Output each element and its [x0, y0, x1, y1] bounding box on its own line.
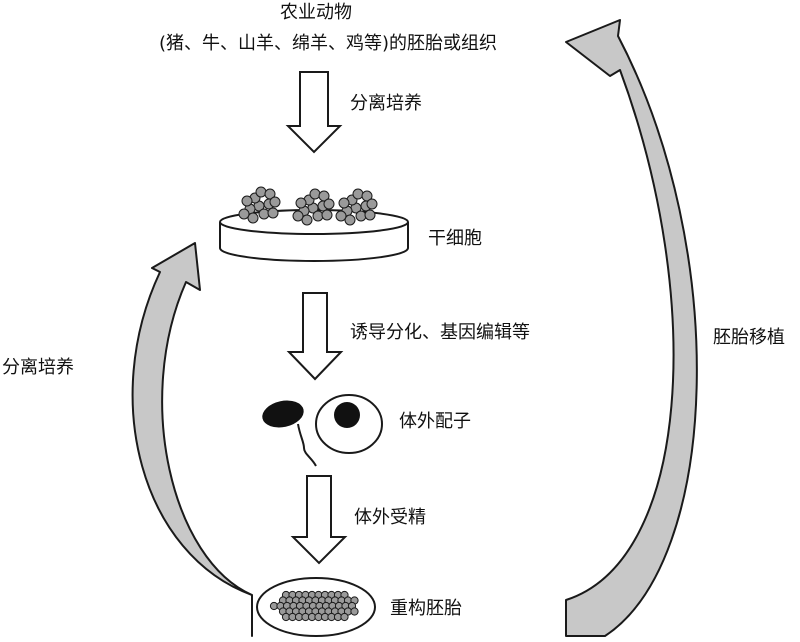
stem-cell	[264, 188, 276, 200]
stem-cell	[361, 190, 373, 202]
stem-cell	[335, 210, 347, 222]
left-loop-arrow	[131, 242, 253, 637]
stem-cell	[323, 198, 335, 210]
stem-cell	[295, 197, 307, 209]
source-subtitle: (猪、牛、山羊、绵羊、鸡等)的胚胎或组织	[158, 33, 498, 54]
node-gametes: 体外配子	[399, 411, 471, 432]
stem-cell	[364, 209, 376, 221]
node-stem-cells: 干细胞	[428, 228, 482, 249]
down-arrow-isolate	[285, 71, 343, 154]
stem-cell	[318, 190, 330, 202]
stem-cell	[238, 208, 250, 220]
stem-cell	[241, 195, 253, 207]
stem-cell	[355, 210, 367, 222]
right-loop-label: 胚胎移植	[713, 327, 785, 348]
step-ivf: 体外受精	[354, 507, 426, 528]
stem-cell	[352, 188, 364, 200]
down-arrow-induce	[286, 292, 344, 381]
embryo-cell	[340, 612, 349, 622]
embryo-cells	[269, 590, 359, 622]
stem-cell	[255, 186, 267, 198]
stem-cell	[267, 207, 279, 219]
step-induce: 诱导分化、基因编辑等	[350, 322, 530, 343]
stem-cell	[321, 209, 333, 221]
stem-cell	[258, 208, 270, 220]
source-title: 农业动物	[280, 2, 352, 23]
stem-cell	[366, 198, 378, 210]
down-arrow-ivf	[290, 475, 348, 565]
node-embryo: 重构胚胎	[390, 598, 462, 619]
stem-cell	[247, 212, 259, 224]
step-isolate-culture: 分离培养	[350, 93, 422, 114]
left-loop-label: 分离培养	[2, 357, 74, 378]
stem-cell	[338, 197, 350, 209]
embryo-cell	[350, 607, 359, 616]
stem-cell	[301, 214, 313, 226]
stem-cell	[344, 214, 356, 226]
stem-cell-colonies	[238, 186, 378, 226]
stem-cell	[292, 210, 304, 222]
stem-cell	[309, 188, 321, 200]
sperm-cell	[262, 400, 317, 467]
stem-cell	[312, 210, 324, 222]
right-loop-arrow	[565, 19, 698, 637]
stem-cell	[269, 196, 281, 208]
egg-cell	[315, 394, 383, 454]
